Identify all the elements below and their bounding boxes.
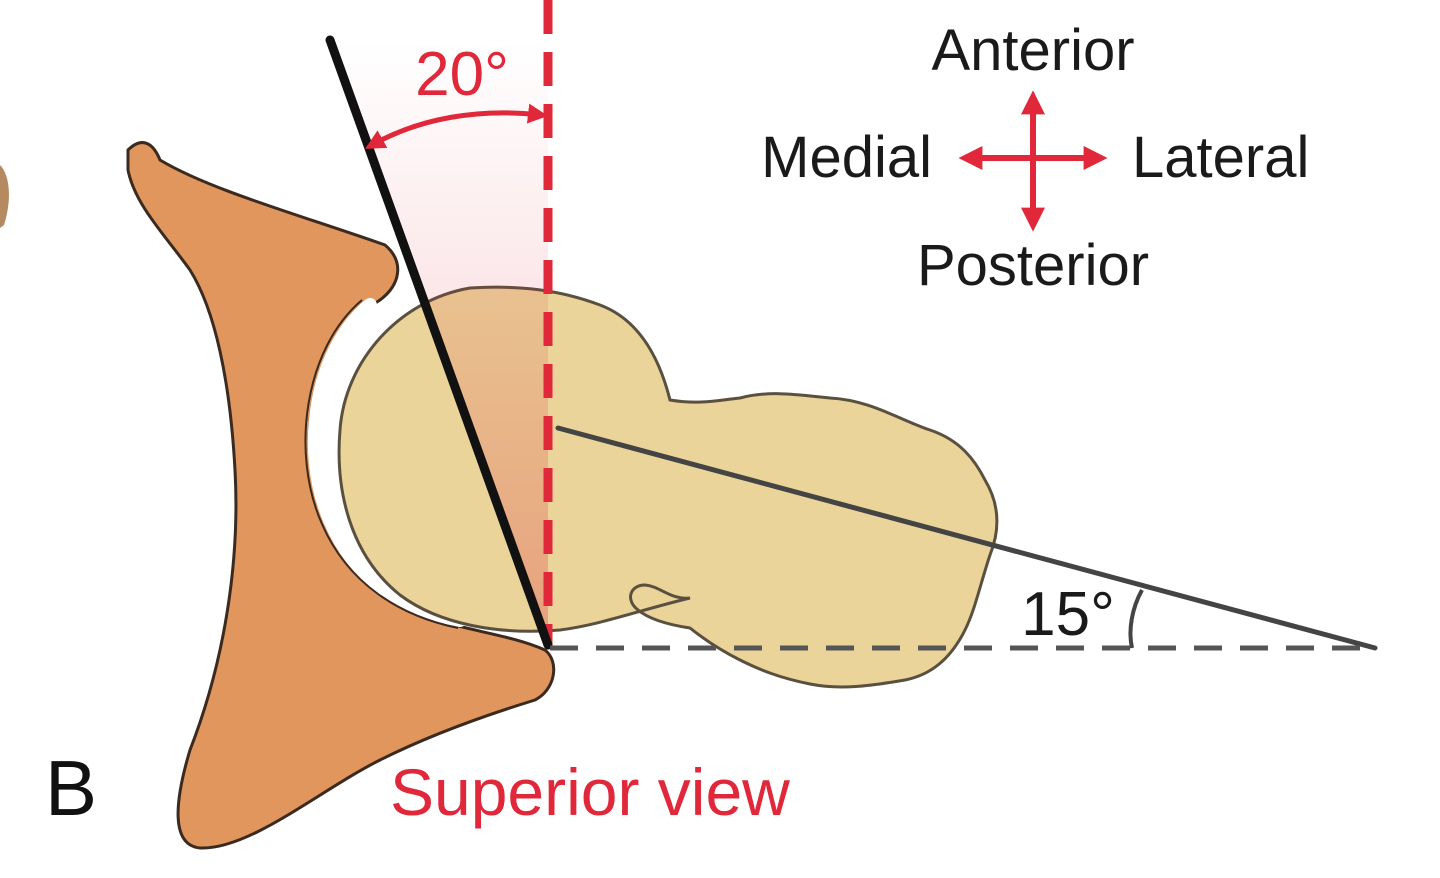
orientation-compass <box>958 90 1108 232</box>
label-posterior: Posterior <box>917 233 1149 298</box>
angle-arc-15 <box>1128 589 1144 649</box>
label-angle-15: 15° <box>1021 580 1115 649</box>
panel-letter: B <box>45 744 97 832</box>
femoral-neck-axis <box>555 425 1378 651</box>
joint-space-outline <box>304 299 459 629</box>
label-medial: Medial <box>761 125 932 190</box>
pelvis-acetabulum <box>126 141 556 850</box>
label-angle-20: 20° <box>415 40 509 109</box>
joint-space <box>307 298 467 627</box>
view-caption: Superior view <box>390 755 790 829</box>
edge-fragment <box>0 165 9 228</box>
label-lateral: Lateral <box>1132 125 1309 190</box>
angle-arc-20 <box>365 103 548 149</box>
label-anterior: Anterior <box>931 18 1134 83</box>
